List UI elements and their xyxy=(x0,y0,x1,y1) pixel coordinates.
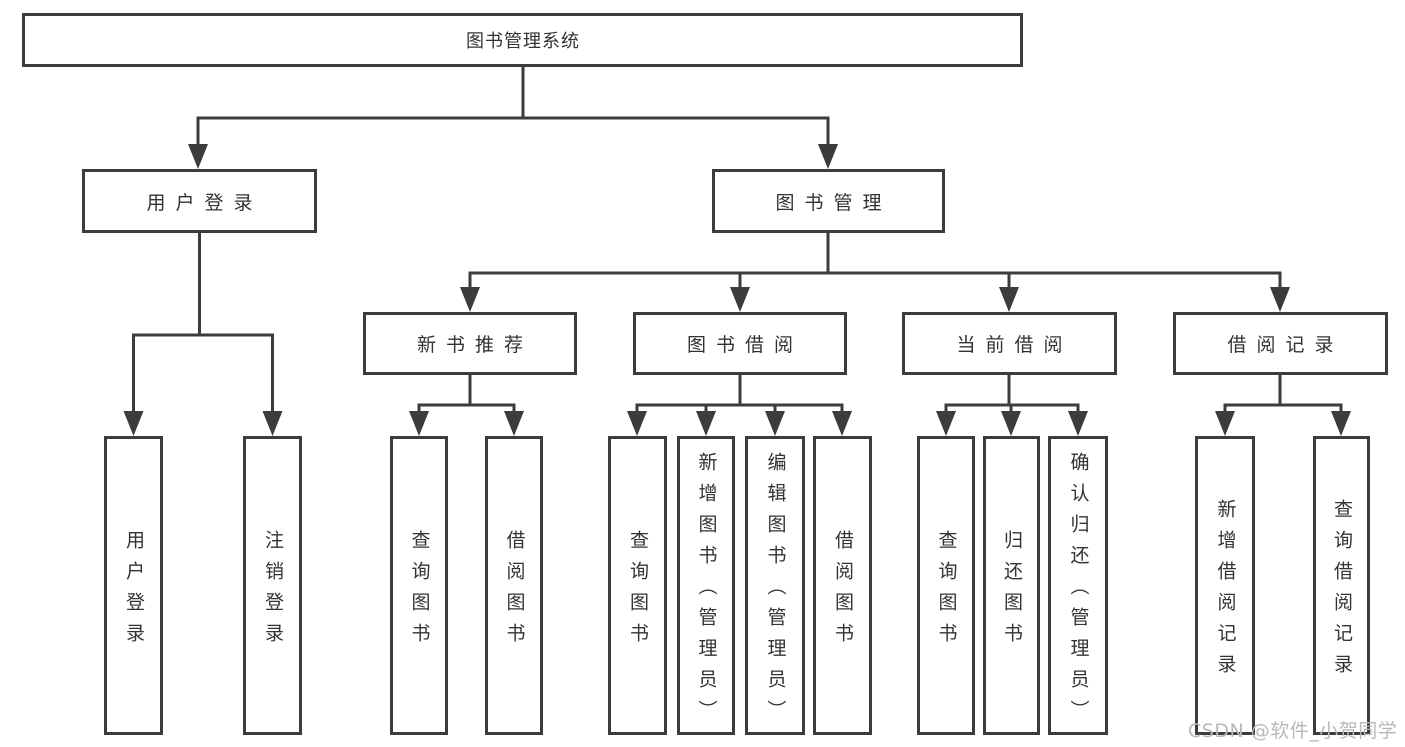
node-book-management-label: 图书管理 xyxy=(775,191,892,214)
leaf-recommend-query-books: 查询图书 xyxy=(390,436,448,735)
leaf-borrow-books-label: 借阅图书 xyxy=(832,529,854,654)
leaf-query-borrow-record-label: 查询借阅记录 xyxy=(1331,498,1353,685)
node-user-login: 用户登录 xyxy=(82,169,317,233)
node-root-library-system: 图书管理系统 xyxy=(22,13,1023,67)
leaf-add-borrow-record: 新增借阅记录 xyxy=(1195,436,1255,735)
leaf-logout-label: 注销登录 xyxy=(262,529,284,654)
leaf-user-login: 用户登录 xyxy=(104,436,163,735)
leaf-confirm-return-admin: 确认归还（管理员） xyxy=(1048,436,1108,735)
leaf-user-login-label: 用户登录 xyxy=(123,529,145,654)
leaf-confirm-return-admin-label: 确认归还（管理员） xyxy=(1067,452,1090,731)
leaf-current-query-books: 查询图书 xyxy=(917,436,975,735)
node-book-borrowing: 图书借阅 xyxy=(633,312,847,375)
leaf-borrow-query-books-label: 查询图书 xyxy=(627,529,649,654)
leaf-recommend-query-books-label: 查询图书 xyxy=(408,529,431,654)
csdn-watermark: CSDN @软件_小贺同学 xyxy=(1188,720,1398,742)
leaf-borrow-books: 借阅图书 xyxy=(813,436,872,735)
node-root-label: 图书管理系统 xyxy=(466,31,580,52)
leaf-current-query-books-label: 查询图书 xyxy=(935,529,958,654)
node-book-management: 图书管理 xyxy=(712,169,945,233)
leaf-query-borrow-record: 查询借阅记录 xyxy=(1313,436,1370,735)
node-book-borrowing-label: 图书借阅 xyxy=(686,334,803,356)
leaf-add-books-admin: 新增图书（管理员） xyxy=(677,436,735,735)
leaf-return-books: 归还图书 xyxy=(983,436,1040,735)
arrowheads xyxy=(123,144,1351,436)
node-borrowing-records-label: 借阅记录 xyxy=(1227,334,1344,356)
node-new-book-recommendation: 新书推荐 xyxy=(363,312,577,375)
node-new-book-recommendation-label: 新书推荐 xyxy=(416,334,533,356)
leaf-edit-books-admin: 编辑图书（管理员） xyxy=(745,436,805,735)
leaf-recommend-borrow-books-label: 借阅图书 xyxy=(503,529,526,654)
leaf-logout: 注销登录 xyxy=(243,436,302,735)
leaf-borrow-query-books: 查询图书 xyxy=(608,436,667,735)
leaf-edit-books-admin-label: 编辑图书（管理员） xyxy=(764,452,787,731)
leaf-add-books-admin-label: 新增图书（管理员） xyxy=(695,452,718,731)
leaf-recommend-borrow-books: 借阅图书 xyxy=(485,436,543,735)
node-user-login-label: 用户登录 xyxy=(146,191,263,214)
leaf-return-books-label: 归还图书 xyxy=(1001,529,1023,654)
node-current-borrowing: 当前借阅 xyxy=(902,312,1117,375)
leaf-add-borrow-record-label: 新增借阅记录 xyxy=(1214,498,1237,685)
node-current-borrowing-label: 当前借阅 xyxy=(956,334,1073,356)
node-borrowing-records: 借阅记录 xyxy=(1173,312,1388,375)
